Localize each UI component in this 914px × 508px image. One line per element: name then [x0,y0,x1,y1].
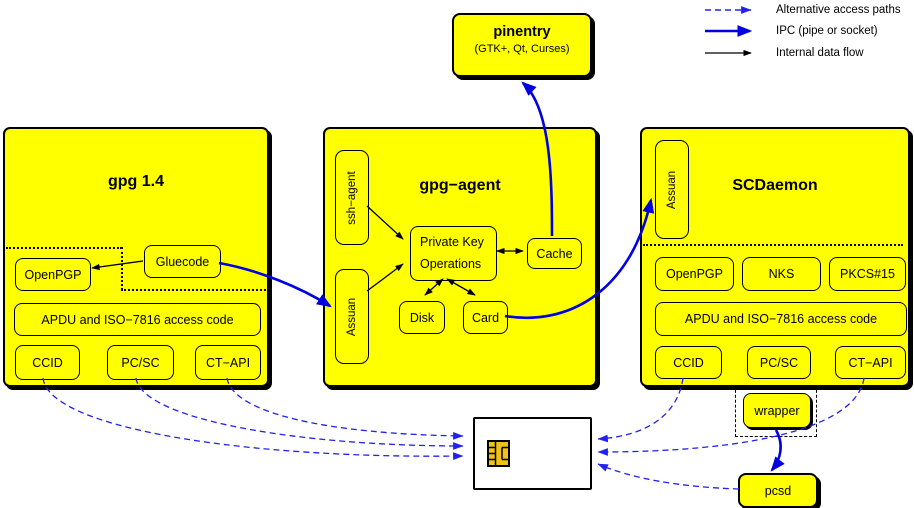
dotted-separator [121,289,266,291]
altpath-scdaemon-ccid-to-card [597,377,684,443]
ssh-agent-label: ssh−agent [346,170,358,225]
gpg14-openpgp-box: OpenPGP [15,258,91,291]
cache-box: Cache [527,238,582,269]
dotted-separator [643,244,903,246]
ipc-arrow-icon [705,25,753,37]
dotted-separator [6,247,122,249]
scdaemon-apdu-box: APDU and ISO−7816 access code [655,302,907,336]
scdaemon-pkcs15-box: PKCS#15 [829,257,906,291]
internal-flow-arrow-icon [705,49,752,57]
gpg-agent-title: gpg−agent [419,177,501,194]
disk-box: Disk [399,301,445,334]
legend-row-internal: Internal data flow [703,46,864,60]
legend-row-alt-paths: Alternative access paths [703,3,901,17]
pko-line1: Private Key [420,235,484,249]
dashed-arrow-icon [705,6,752,14]
scdaemon-assuan-box: Assuan [655,140,689,239]
legend-label: IPC (pipe or socket) [776,25,878,37]
assuan-label: Assuan [346,297,358,336]
legend-label: Internal data flow [776,47,864,59]
gpg14-title: gpg 1.4 [107,173,164,190]
pko-line2: Operations [420,257,482,271]
altpath-pcsd-to-card [597,463,740,490]
scdaemon-nks-box: NKS [742,257,821,291]
gpg14-apdu-box: APDU and ISO−7816 access code [14,303,261,336]
scdaemon-title: SCDaemon [732,177,818,194]
assuan-label: Assuan [666,170,678,209]
gpg14-pcsc-box: PC/SC [107,345,174,380]
gpg-agent-ssh-agent-box: ssh−agent [335,150,369,245]
pinentry-subtitle: (GTK+, Qt, Curses) [474,43,570,55]
dotted-separator [121,247,123,290]
scdaemon-openpgp-box: OpenPGP [655,257,734,291]
pcsd-box: pcsd [738,473,818,508]
gpg14-ccid-box: CCID [15,345,80,380]
smartcard-chip-icon [487,440,510,467]
gpg-agent-box: gpg−agent ssh−agent Assuan Private Key O… [323,127,597,387]
pinentry-box: pinentry (GTK+, Qt, Curses) [452,13,592,77]
legend-row-ipc: IPC (pipe or socket) [703,24,878,38]
altpath-gpg14-pcsc-to-card [135,377,464,450]
scdaemon-ccid-box: CCID [655,346,722,379]
scdaemon-ctapi-box: CT−API [835,346,906,379]
gpg-agent-assuan-box: Assuan [335,269,369,364]
card-box: Card [463,301,508,334]
altpath-gpg14-ccid-to-card [42,377,464,460]
pinentry-title: pinentry [493,24,551,40]
private-key-operations-box: Private Key Operations [410,226,497,281]
scdaemon-box: SCDaemon Assuan OpenPGP NKS PKCS#15 APDU… [640,127,910,387]
gpg14-box: gpg 1.4 OpenPGP Gluecode APDU and ISO−78… [3,127,269,387]
scdaemon-pcsc-box: PC/SC [747,346,811,379]
smartcard [473,417,592,490]
gpg14-gluecode-box: Gluecode [144,245,221,278]
gpg14-ctapi-box: CT−API [195,345,261,380]
altpath-scdaemon-ctapi-to-card [597,377,865,456]
legend-label: Alternative access paths [776,4,901,16]
wrapper-box: wrapper [743,393,811,428]
